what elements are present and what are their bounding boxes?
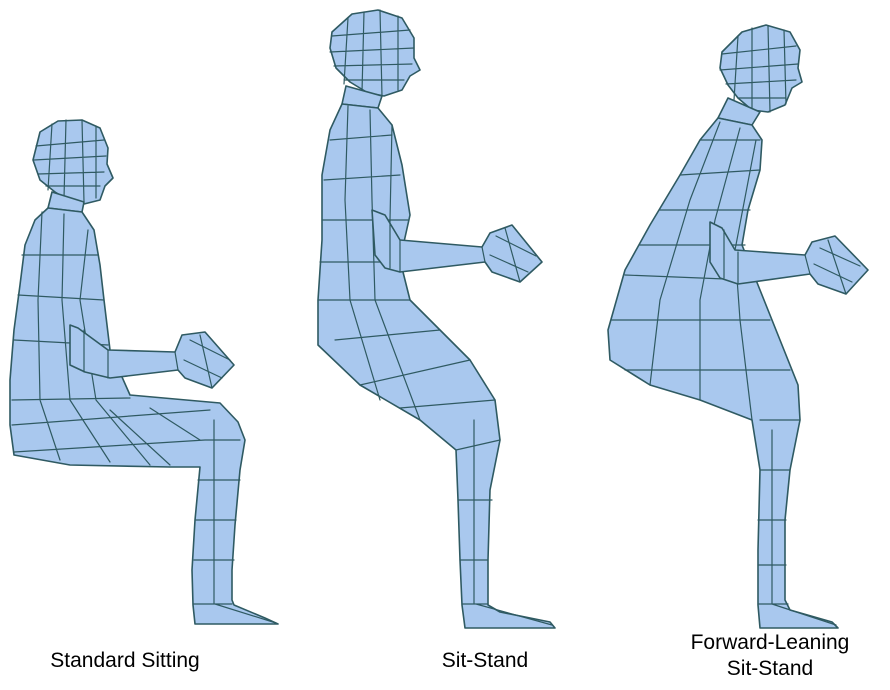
- caption-forward-leaning-sit-stand: Forward-Leaning Sit-Stand: [660, 630, 880, 682]
- body: [608, 118, 838, 628]
- figure-sit-stand: [318, 10, 555, 628]
- caption-line: Standard Sitting: [20, 648, 230, 674]
- caption-line-1: Forward-Leaning: [660, 630, 880, 656]
- caption-standard-sitting: Standard Sitting: [20, 648, 230, 674]
- body: [10, 208, 278, 624]
- head: [33, 120, 113, 204]
- caption-sit-stand: Sit-Stand: [405, 648, 565, 674]
- caption-line-2: Sit-Stand: [660, 656, 880, 682]
- figure-standard-sitting: [10, 120, 278, 624]
- figure-forward-leaning-sit-stand: [608, 25, 868, 628]
- caption-line: Sit-Stand: [405, 648, 565, 674]
- body: [318, 104, 555, 628]
